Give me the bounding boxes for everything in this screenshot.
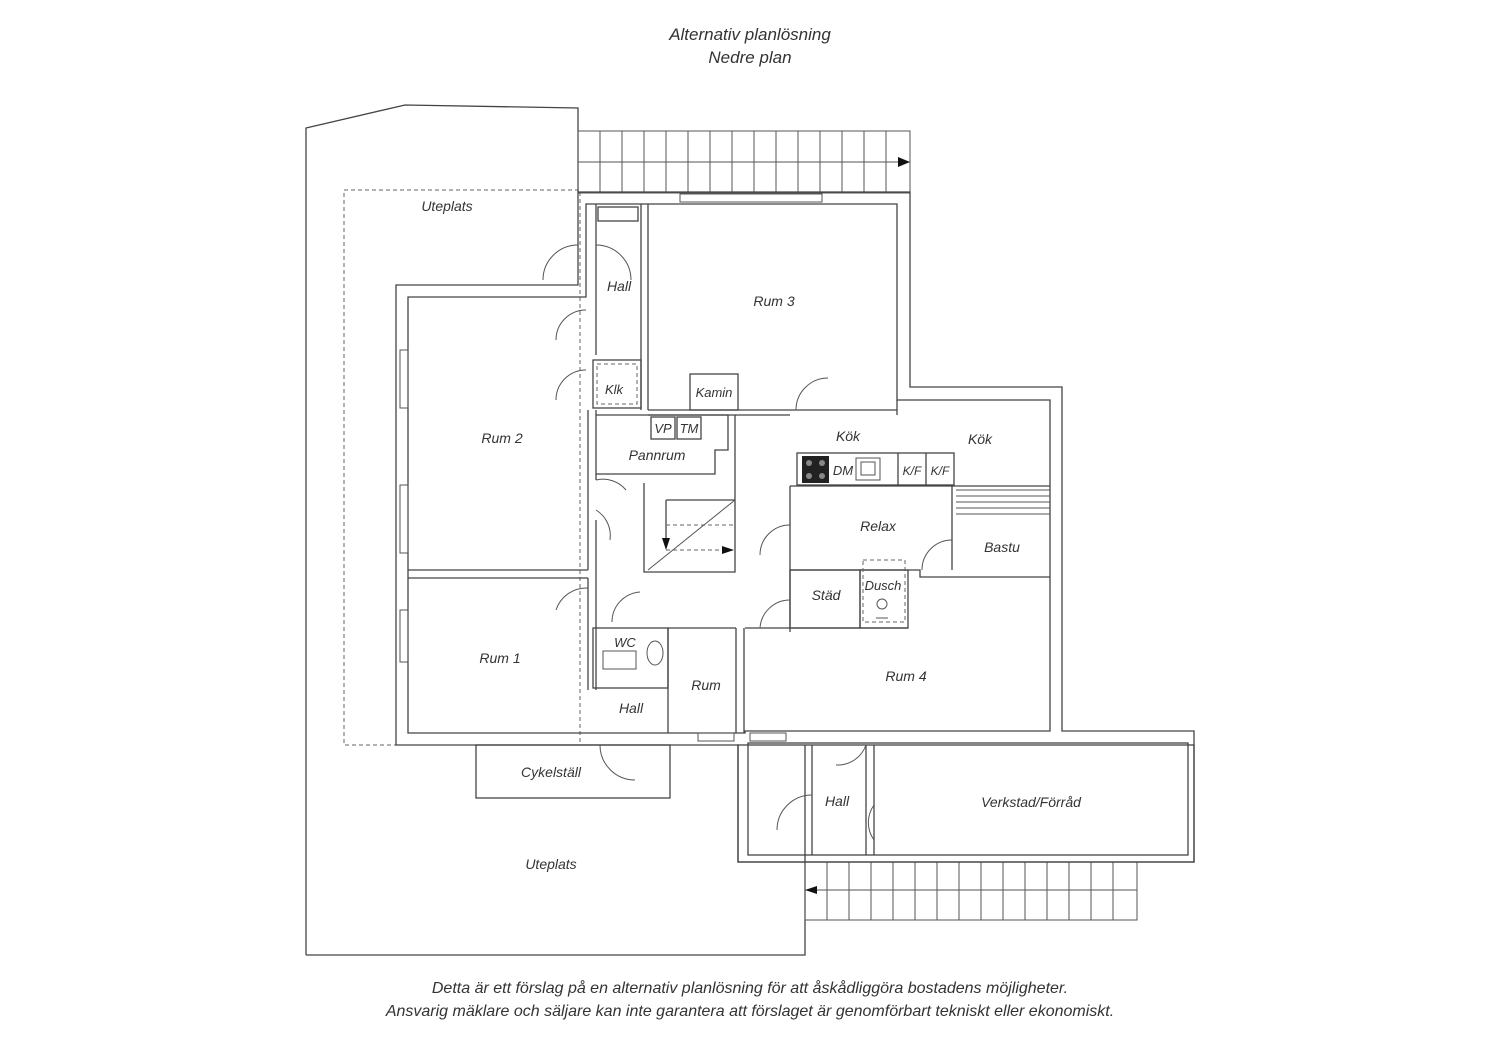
label-wc: WC (614, 635, 636, 650)
label-kf-1: K/F (903, 464, 922, 478)
label-kok-2: Kök (968, 431, 993, 447)
label-uteplats-bottom: Uteplats (525, 856, 576, 872)
label-uteplats-top: Uteplats (421, 198, 472, 214)
label-rum-4: Rum 4 (885, 668, 926, 684)
disclaimer-line-2: Ansvarig mäklare och säljare kan inte ga… (385, 1003, 1115, 1020)
label-hall-bottom: Hall (619, 700, 644, 716)
label-kamin: Kamin (696, 385, 733, 400)
top-deck (577, 130, 911, 194)
label-dusch: Dusch (865, 578, 902, 593)
label-verkstad-forrad: Verkstad/Förråd (981, 794, 1082, 810)
label-hall-top: Hall (607, 278, 632, 294)
doors (542, 244, 953, 841)
label-cykelstall: Cykelställ (521, 764, 582, 780)
plan-title: Alternativ planlösning (669, 25, 831, 44)
label-kf-2: K/F (931, 464, 950, 478)
interior-walls (399, 193, 1050, 855)
label-rum-1: Rum 1 (479, 650, 520, 666)
label-kok-1: Kök (836, 428, 861, 444)
label-pannrum: Pannrum (629, 447, 686, 463)
label-klk: Klk (605, 382, 625, 397)
label-stad: Städ (812, 587, 842, 603)
label-vp: VP (654, 421, 672, 436)
label-rum: Rum (691, 677, 721, 693)
label-rum-2: Rum 2 (481, 430, 522, 446)
label-tm: TM (680, 421, 699, 436)
disclaimer-line-1: Detta är ett förslag på en alternativ pl… (431, 980, 1069, 997)
label-dm: DM (833, 463, 853, 478)
plot-outline (305, 104, 806, 956)
label-hall-right: Hall (825, 793, 850, 809)
plan-subtitle: Nedre plan (708, 48, 792, 67)
label-bastu: Bastu (984, 539, 1020, 555)
bottom-deck (804, 861, 1138, 921)
label-rum-3: Rum 3 (753, 293, 794, 309)
label-relax: Relax (860, 518, 897, 534)
house-walls (395, 191, 1195, 863)
